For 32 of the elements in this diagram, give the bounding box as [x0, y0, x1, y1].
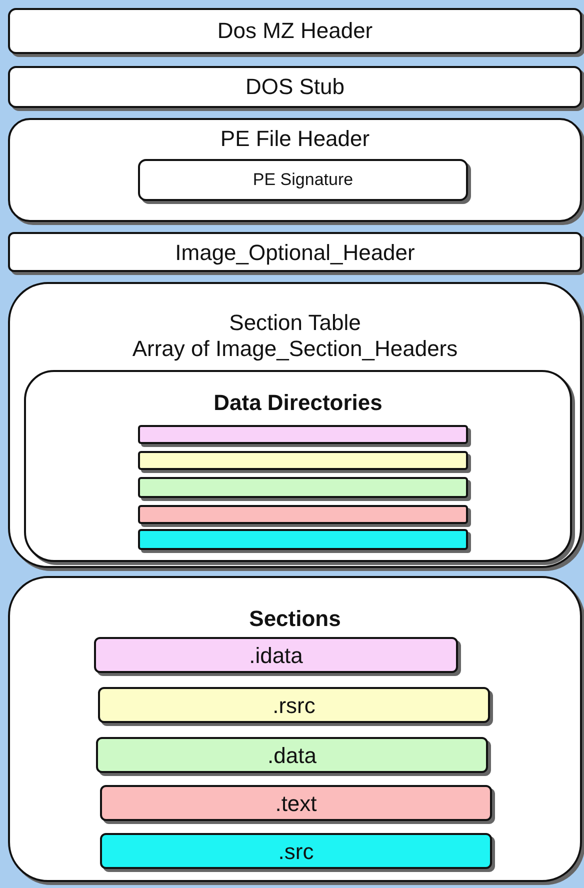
header-panel — [8, 118, 582, 222]
section-box — [94, 637, 458, 673]
header-box — [8, 232, 582, 272]
box-title: Image_Optional_Header — [174, 240, 416, 266]
directory-bar — [138, 425, 468, 444]
section-box — [98, 687, 490, 723]
section-box — [96, 737, 488, 773]
directory-bar — [138, 505, 468, 524]
box-title: .data — [266, 743, 318, 770]
directory-bar — [138, 451, 468, 470]
box-title: .text — [274, 791, 318, 818]
box-title: Dos MZ Header — [216, 18, 374, 44]
box-title: .rsrc — [272, 693, 316, 720]
box-title: PE Signature — [252, 170, 354, 190]
section-table-panel — [8, 282, 582, 568]
sections-panel — [8, 576, 582, 882]
box-title: .src — [277, 839, 315, 866]
box-title: Data Directories — [212, 390, 384, 416]
box-subtitle: Array of Image_Section_Headers — [131, 336, 459, 363]
section-box — [100, 785, 492, 821]
signature-box — [138, 159, 468, 201]
directories-panel — [24, 370, 572, 562]
box-title: .idata — [248, 643, 304, 670]
box-title: PE File Header — [219, 126, 371, 152]
box-title: Sections — [248, 606, 342, 632]
directory-bar — [138, 477, 468, 498]
box-title: Section Table — [228, 310, 362, 336]
section-box — [100, 833, 492, 869]
directory-bar — [138, 529, 468, 550]
header-box — [8, 66, 582, 108]
box-title: DOS Stub — [244, 74, 346, 100]
header-box — [8, 8, 582, 54]
